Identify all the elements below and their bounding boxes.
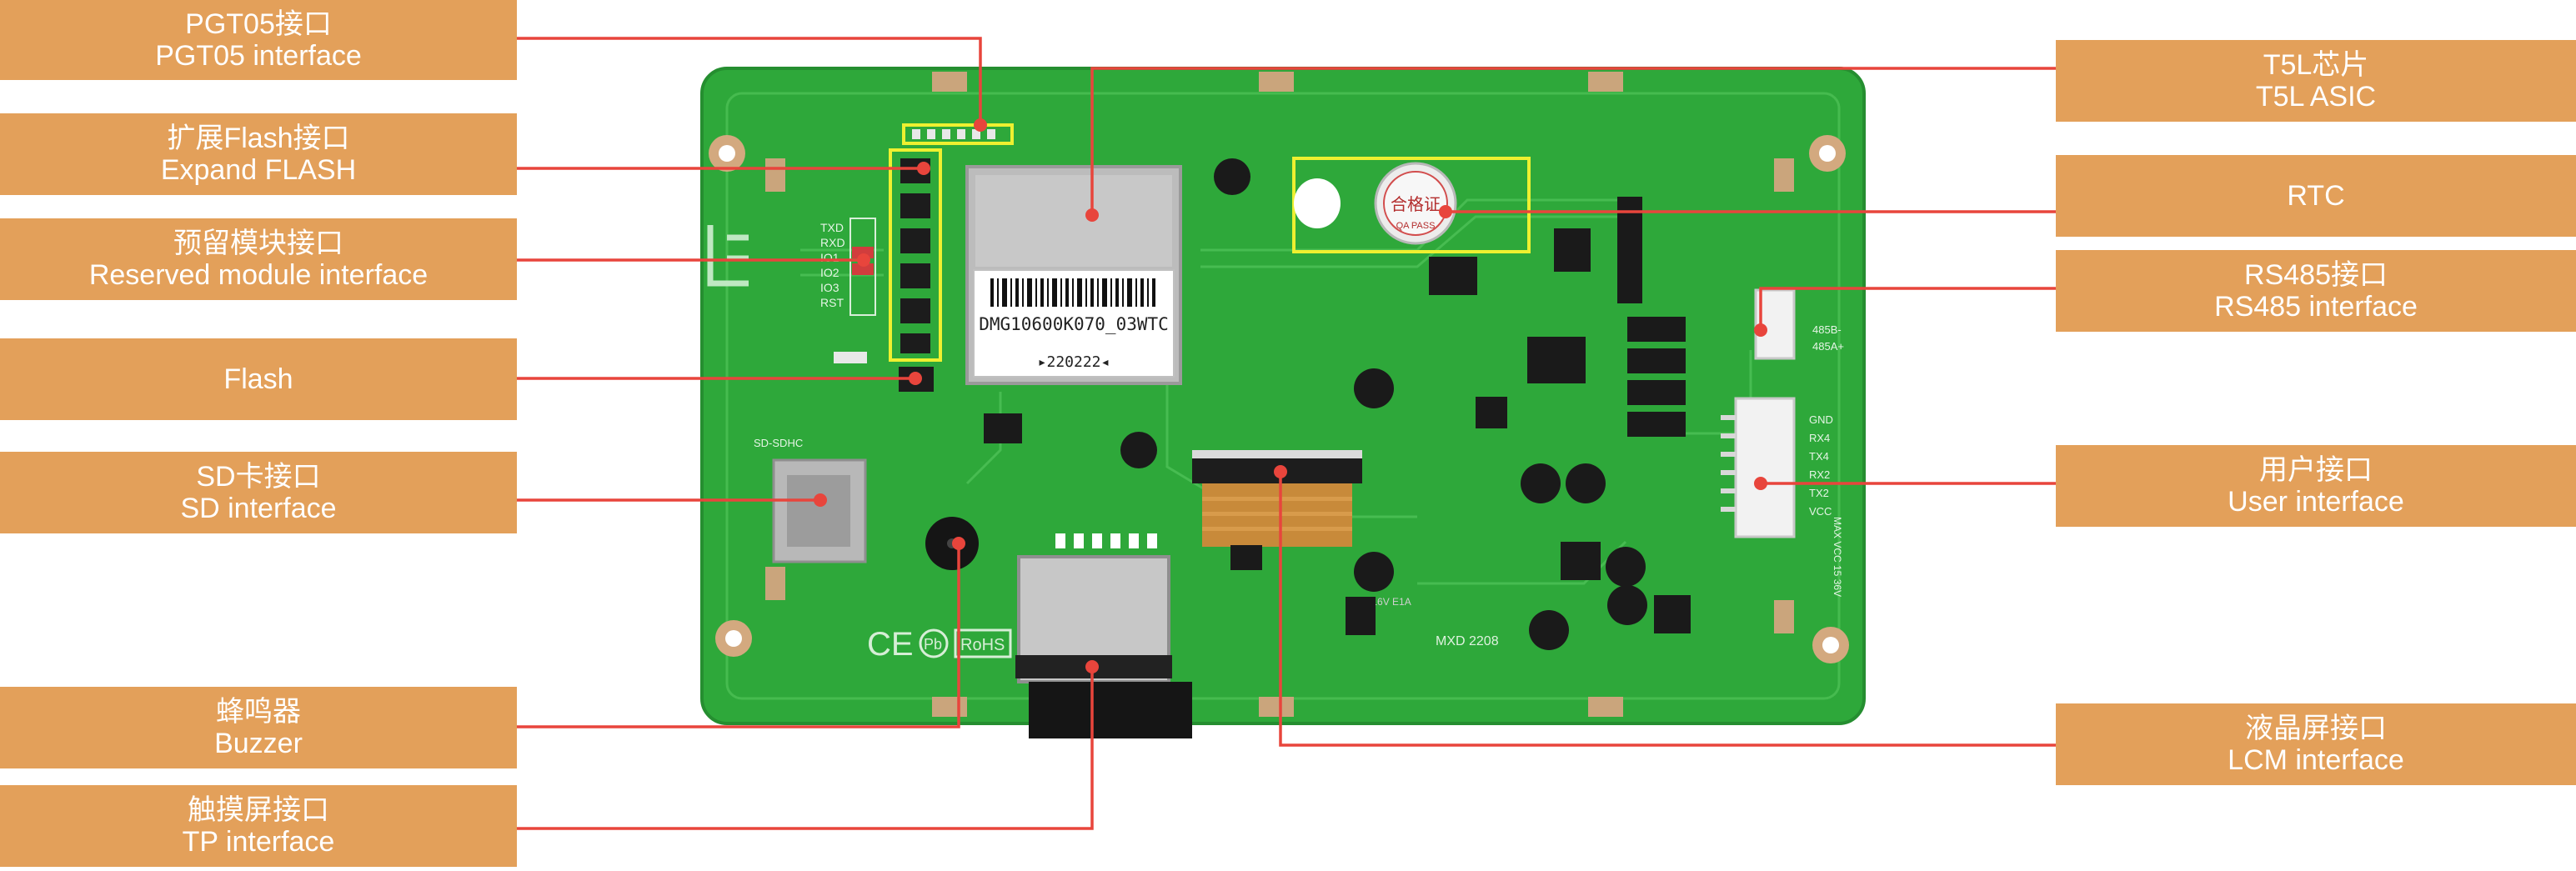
leader-rs485: [1759, 287, 2056, 330]
board-logo: [707, 225, 749, 287]
rtc-crystal: [1294, 178, 1341, 228]
rtc-coin-cell-sticker: [1383, 171, 1448, 236]
label-t5l-en: T5L ASIC: [2255, 81, 2377, 113]
cert-mark-pb: Pb: [924, 636, 942, 653]
barcode: [990, 278, 1155, 307]
silk-mark: MXD 2208: [1436, 634, 1499, 648]
expand-flash-chips: [900, 158, 930, 353]
cert-mark-ce: CE: [867, 626, 914, 663]
label-expand-flash-cn: 扩展Flash接口: [167, 122, 350, 154]
label-user-en: User interface: [2228, 486, 2404, 518]
cert-mark-rohs-box: [954, 628, 1012, 658]
lcm-connector-top: [1192, 450, 1362, 458]
user-pin-6: VCC: [1809, 505, 1832, 518]
label-sd-interface: SD卡接口 SD interface: [0, 452, 517, 533]
label-flash-en: Flash: [223, 363, 293, 395]
leader-lcm: [1279, 472, 2056, 747]
tp-flex-cable: [1029, 682, 1192, 738]
label-t5l-asic: T5L芯片 T5L ASIC: [2056, 40, 2576, 122]
label-tp-interface: 触摸屏接口 TP interface: [0, 785, 517, 867]
module-shield: [975, 175, 1172, 267]
user-pin-5: TX2: [1809, 487, 1829, 499]
silk-pin-2: RXD: [820, 236, 845, 249]
silk-pin-3: IO1: [820, 251, 839, 264]
user-pin-2: RX4: [1809, 432, 1830, 444]
label-lcm-en: LCM interface: [2228, 744, 2404, 776]
leader-buzzer: [517, 543, 960, 728]
label-rs485-interface: RS485接口 RS485 interface: [2056, 250, 2576, 332]
leader-lines: [517, 37, 2056, 830]
label-rtc: RTC: [2056, 155, 2576, 237]
electrolytic-capacitors: [1120, 158, 1647, 650]
label-reserved-module-cn: 预留模块接口: [173, 227, 343, 259]
lcm-flex-stripes: [1202, 497, 1352, 531]
silk-pin-5: IO3: [820, 281, 839, 294]
label-expand-flash-en: Expand FLASH: [160, 154, 357, 186]
label-sd-cn: SD卡接口: [196, 460, 321, 493]
label-tp-en: TP interface: [182, 826, 335, 858]
user-pin-4: RX2: [1809, 468, 1830, 481]
tp-pin-row: [1055, 533, 1157, 548]
label-tp-cn: 触摸屏接口: [188, 793, 329, 826]
flash-resistor: [834, 352, 867, 363]
rs485-pin-a: 485A+: [1812, 340, 1844, 353]
label-rtc-en: RTC: [2287, 179, 2345, 212]
rtc-highlight: [1292, 157, 1531, 253]
user-pin-3: TX4: [1809, 450, 1829, 463]
cert-mark-pb-ring: [919, 628, 949, 658]
label-pgt05-interface: PGT05接口 PGT05 interface: [0, 0, 517, 80]
sd-silk: SD-SDHC: [754, 437, 803, 449]
expand-flash-highlight: [889, 148, 942, 362]
pgt05-pins: [912, 129, 995, 139]
label-buzzer-en: Buzzer: [214, 728, 303, 759]
cert-mark-rohs: RoHS: [960, 636, 1005, 654]
silk-pin-6: RST: [820, 296, 844, 309]
label-reserved-module-en: Reserved module interface: [88, 259, 428, 291]
module-date: ▸220222◂: [1038, 353, 1110, 371]
sd-card-slot-inner: [787, 475, 850, 547]
coin-cell-sub: QA PASS: [1396, 221, 1436, 231]
label-expand-flash: 扩展Flash接口 Expand FLASH: [0, 113, 517, 195]
mounting-holes: [709, 135, 1849, 663]
label-lcm-interface: 液晶屏接口 LCM interface: [2056, 703, 2576, 785]
label-reserved-module: 预留模块接口 Reserved module interface: [0, 218, 517, 300]
label-sd-en: SD interface: [180, 493, 337, 524]
label-buzzer-cn: 蜂鸣器: [216, 695, 301, 728]
pgt05-connector: [902, 123, 1014, 145]
label-flash: Flash: [0, 338, 517, 420]
user-connector-pins: [1721, 415, 1736, 512]
label-buzzer: 蜂鸣器 Buzzer: [0, 687, 517, 768]
vcc-note: MAX VCC 15 36V: [1832, 517, 1843, 597]
label-rs485-en: RS485 interface: [2214, 291, 2418, 323]
leader-t5l: [1090, 67, 2056, 215]
label-pgt05-cn: PGT05接口: [185, 8, 332, 40]
label-user-cn: 用户接口: [2259, 453, 2373, 486]
label-t5l-cn: T5L芯片: [2263, 48, 2369, 81]
edge-tabs: [765, 72, 1794, 717]
module-label: DMG10600K070_03WTC: [979, 314, 1169, 334]
label-rs485-cn: RS485接口: [2244, 258, 2388, 291]
label-lcm-cn: 液晶屏接口: [2245, 712, 2387, 744]
label-pgt05-en: PGT05 interface: [155, 40, 362, 72]
rs485-pin-b: 485B-: [1812, 323, 1842, 336]
ics-and-inductors: [984, 197, 1691, 635]
user-pin-1: GND: [1809, 413, 1833, 426]
leader-pgt05: [517, 37, 982, 125]
silk-pin-1: TXD: [820, 221, 844, 234]
leader-dots: [814, 118, 1767, 673]
coin-cell-text: 合格证: [1391, 195, 1441, 214]
label-user-interface: 用户接口 User interface: [2056, 445, 2576, 527]
leader-tp: [517, 667, 1094, 830]
user-connector: [1734, 397, 1796, 538]
silk-pin-4: IO2: [820, 266, 839, 279]
